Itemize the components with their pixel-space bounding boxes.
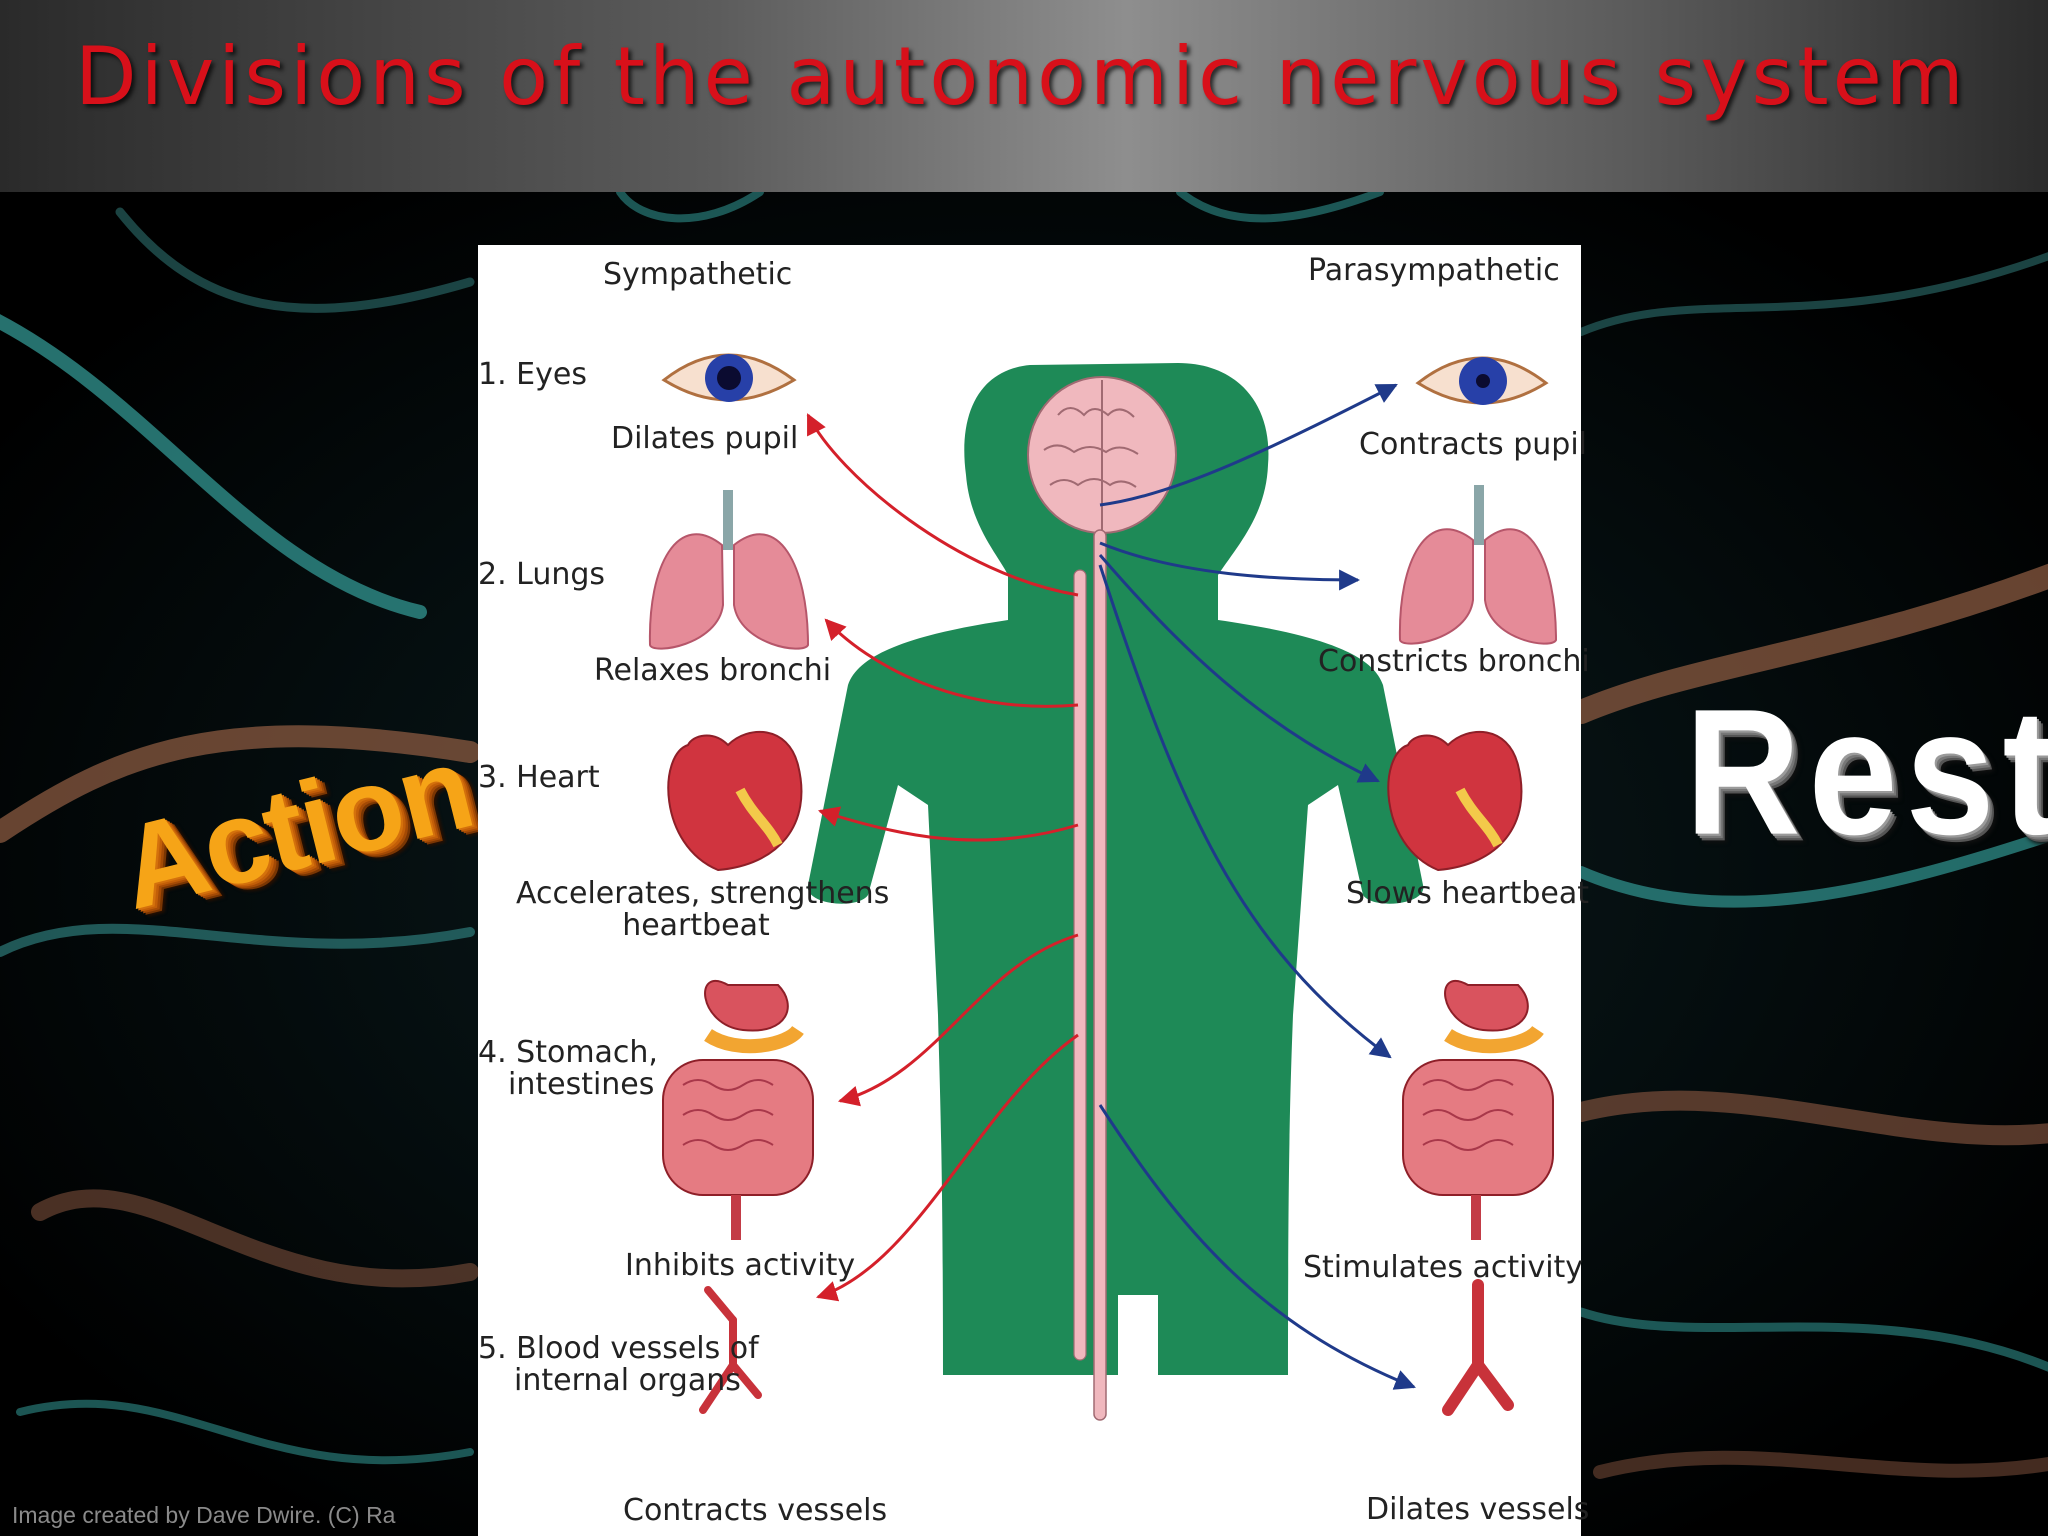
para-effect-stomach: Stimulates activity <box>1303 1250 1584 1285</box>
organ-label-vessels-line2: internal organs <box>514 1362 741 1398</box>
sym-effect-heart-line1: Accelerates, strengthens <box>516 876 890 911</box>
sym-effect-stomach: Inhibits activity <box>625 1248 856 1283</box>
spinal-cord <box>1093 529 1107 1421</box>
slide-title: Divisions of the autonomic nervous syste… <box>75 30 1968 123</box>
eye-icon-right <box>1415 356 1549 405</box>
sym-effect-heart: Accelerates, strengthens heartbeat <box>516 876 890 943</box>
title-bar: Divisions of the autonomic nervous syste… <box>0 0 2048 192</box>
organ-label-vessels: 5. Blood vessels of internal organs <box>478 1333 768 1396</box>
para-effect-eyes: Contracts pupil <box>1359 427 1587 462</box>
lungs-icon <box>648 490 810 650</box>
image-credit: Image created by Dave Dwire. (C) Ra <box>12 1502 396 1528</box>
organ-label-stomach-line1: 4. Stomach, <box>478 1035 658 1070</box>
sym-effect-heart-line2: heartbeat <box>622 907 770 943</box>
lungs-icon-right <box>1398 485 1558 645</box>
sympathetic-chain <box>1073 569 1087 1361</box>
stomach-intestines-icon <box>662 979 814 1240</box>
parasympathetic-arrows <box>1098 383 1416 1390</box>
sympathetic-arrows <box>806 413 1079 1302</box>
sym-effect-eyes: Dilates pupil <box>611 421 799 456</box>
sym-effect-vessels: Contracts vessels <box>623 1493 888 1528</box>
organ-label-lungs: 2. Lungs <box>478 557 606 592</box>
sym-effect-lungs: Relaxes bronchi <box>594 653 832 688</box>
header-parasympathetic: Parasympathetic <box>1308 253 1560 288</box>
organ-label-heart: 3. Heart <box>478 760 600 795</box>
brain-icon <box>1027 376 1177 534</box>
blood-vessel-icon <box>699 1286 762 1414</box>
para-effect-heart: Slows heartbeat <box>1346 876 1590 911</box>
organ-label-stomach: 4. Stomach, intestines <box>478 1037 668 1100</box>
ans-diagram-panel: Sympathetic Parasympathetic 1. Eyes Dila… <box>478 245 1590 1536</box>
eye-icon <box>661 353 797 402</box>
organ-label-eyes: 1. Eyes <box>478 357 587 392</box>
rest-word: Rest <box>1685 671 2048 872</box>
para-effect-vessels: Dilates vessels <box>1366 1492 1590 1527</box>
blood-vessel-icon-right <box>1442 1279 1514 1416</box>
ans-diagram <box>648 353 1558 1421</box>
para-effect-lungs: Constricts bronchi <box>1318 644 1590 679</box>
organ-label-vessels-line1: 5. Blood vessels of <box>478 1331 759 1366</box>
heart-icon <box>667 731 803 872</box>
organ-label-stomach-line2: intestines <box>508 1066 655 1102</box>
stomach-intestines-icon-right <box>1402 979 1554 1240</box>
body-silhouette <box>807 363 1424 1375</box>
heart-icon-right <box>1387 731 1523 872</box>
header-sympathetic: Sympathetic <box>603 257 793 292</box>
